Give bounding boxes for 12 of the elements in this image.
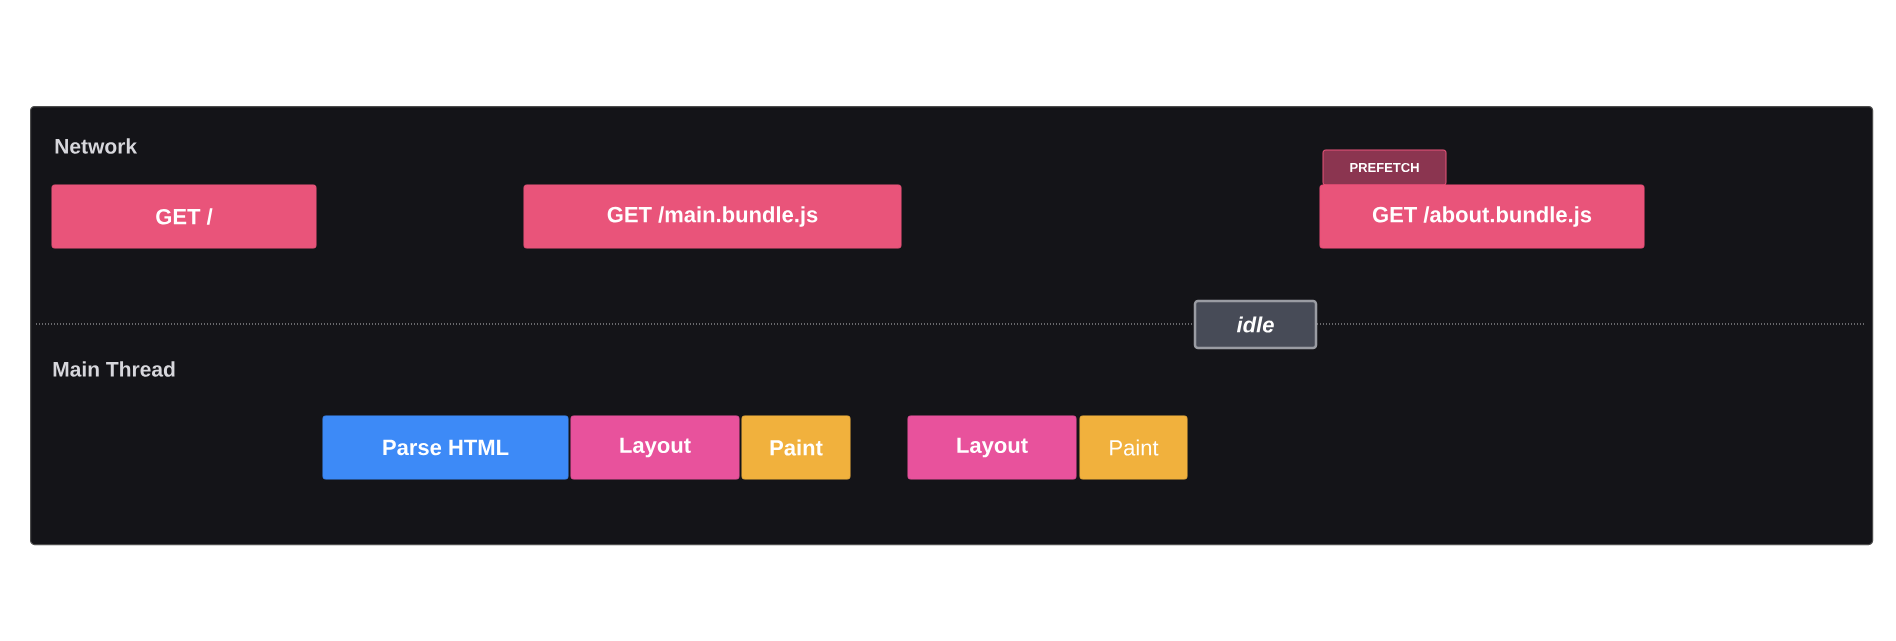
section-heading: Network [55, 138, 138, 154]
task-bar: Layout [570, 415, 740, 480]
task-bar: Paint [1079, 415, 1188, 480]
request-bar: GET / [51, 184, 317, 249]
task-bar: Layout [907, 415, 1077, 480]
task-bar: Parse HTML [322, 415, 569, 480]
idle-badge: idle [1193, 299, 1318, 350]
task-bar: Paint [741, 415, 851, 480]
prefetch-badge: PREFETCH [1322, 149, 1447, 186]
request-bar: GET /about.bundle.js [1319, 184, 1645, 249]
section-heading: Main Thread [53, 361, 175, 377]
request-bar: GET /main.bundle.js [523, 184, 902, 249]
